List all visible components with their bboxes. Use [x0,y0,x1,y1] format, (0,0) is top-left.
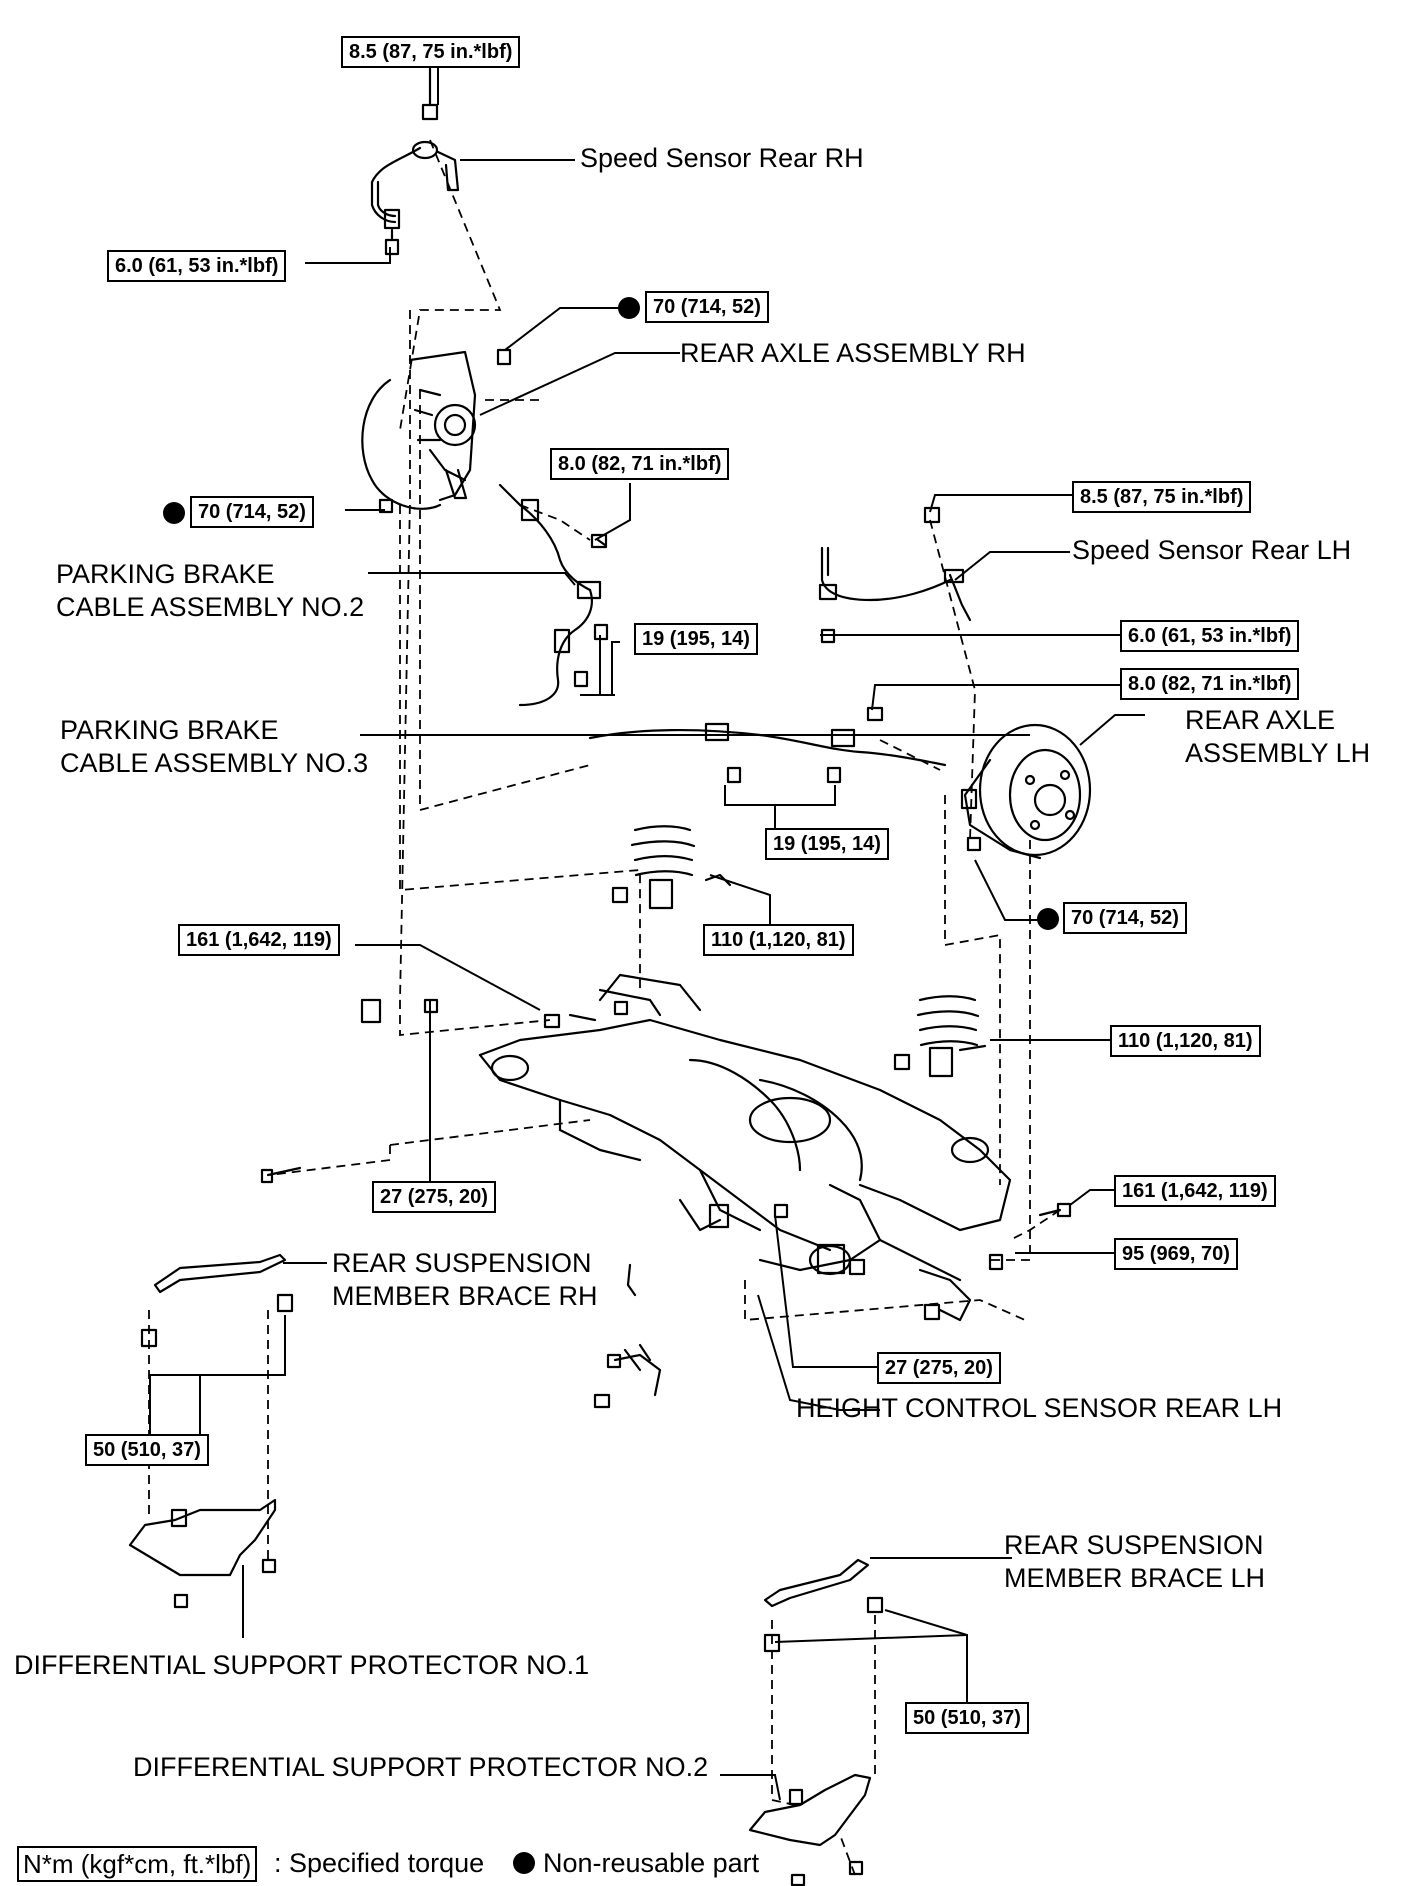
differential-protector-no2-drawing [748,1773,872,1886]
non-reusable-dot-icon [618,297,640,319]
non-reusable-dot-icon [163,502,185,524]
differential-protector-no1-drawing [128,1498,277,1609]
legend-torque-unit-box: N*m (kgf*cm, ft.*lbf) [17,1846,258,1882]
parking-brake-cable-no3-drawing [588,706,947,784]
parking-brake-cable-no2-label-line2: CABLE ASSEMBLY NO.2 [56,592,365,622]
rear-axle-rh-drawing [361,348,512,514]
brace-lh-drawing [763,1558,884,1653]
torque-spec-member-lh-rear: 27 (275, 20) [877,1352,1001,1384]
height-control-sensor-rear-lh-label: HEIGHT CONTROL SENSOR REAR LH [796,1393,1283,1423]
torque-spec-brace-lh: 50 (510, 37) [905,1702,1029,1734]
torque-spec-member-lh-front: 161 (1,642, 119) [1114,1175,1276,1207]
non-reusable-dot-icon [1037,908,1059,930]
parking-brake-cable-no2-drawing [498,483,609,707]
torque-spec-sensor-rh-top: 8.5 (87, 75 in.*lbf) [341,36,521,68]
height-control-sensor-drawing [593,1263,662,1409]
torque-spec-arm-lh: 95 (969, 70) [1114,1238,1238,1270]
torque-spec-cable-no3-bracket: 8.0 (82, 71 in.*lbf) [1120,668,1300,700]
speed-sensor-rear-rh-label: Speed Sensor Rear RH [580,143,864,173]
legend-non-reusable-caption: Non-reusable part [543,1848,760,1878]
torque-spec-shock-lh: 110 (1,120, 81) [1110,1025,1261,1057]
speed-sensor-rear-lh-drawing [818,506,972,644]
parking-brake-cable-no3-label-line2: CABLE ASSEMBLY NO.3 [60,748,369,778]
differential-support-protector-no2-label: DIFFERENTIAL SUPPORT PROTECTOR NO.2 [133,1752,709,1782]
rear-axle-assembly-rh-label: REAR AXLE ASSEMBLY RH [680,338,1026,368]
torque-spec-shock-rh: 110 (1,120, 81) [703,924,854,956]
parking-brake-cable-no2-label-line1: PARKING BRAKE [56,559,275,589]
rear-suspension-member-drawing [260,973,1072,1322]
torque-spec-sensor-lh-top: 8.5 (87, 75 in.*lbf) [1072,481,1252,513]
torque-spec-axle-rh-upper: 70 (714, 52) [645,291,769,323]
differential-support-protector-no1-label: DIFFERENTIAL SUPPORT PROTECTOR NO.1 [14,1650,590,1680]
legend-specified-torque-caption: : Specified torque [274,1848,485,1878]
parking-brake-cable-no3-label-line1: PARKING BRAKE [60,715,279,745]
rear-axle-assembly-lh-label-line2: ASSEMBLY LH [1185,738,1371,768]
rear-suspension-member-brace-lh-label-line1: REAR SUSPENSION [1004,1530,1264,1560]
speed-sensor-rear-lh-label: Speed Sensor Rear LH [1072,535,1352,565]
torque-spec-sensor-lh-bottom: 6.0 (61, 53 in.*lbf) [1120,620,1300,652]
torque-spec-sensor-rh-bottom: 6.0 (61, 53 in.*lbf) [107,250,287,282]
rear-suspension-member-brace-lh-label-line2: MEMBER BRACE LH [1004,1563,1266,1593]
torque-spec-cable-no2-bracket: 8.0 (82, 71 in.*lbf) [550,448,730,480]
rear-axle-assembly-lh-label-line1: REAR AXLE [1185,705,1336,735]
torque-spec-axle-rh-lower: 70 (714, 52) [190,496,314,528]
legend-non-reusable-dot-icon [513,1852,535,1874]
shock-springs-drawing [611,825,987,1078]
torque-spec-brace-rh: 50 (510, 37) [85,1434,209,1466]
torque-spec-axle-lh: 70 (714, 52) [1063,902,1187,934]
torque-spec-cable-no3-bolts: 19 (195, 14) [765,828,889,860]
torque-spec-member-rh-rear: 27 (275, 20) [372,1181,496,1213]
torque-spec-member-rh-front: 161 (1,642, 119) [178,924,340,956]
rear-axle-lh-drawing [960,723,1092,860]
brace-rh-drawing [140,1253,294,1348]
rear-suspension-member-brace-rh-label-line2: MEMBER BRACE RH [332,1281,598,1311]
rear-suspension-member-brace-rh-label-line1: REAR SUSPENSION [332,1248,592,1278]
speed-sensor-rear-rh-drawing [370,58,460,256]
torque-spec-cable-no2-bolts: 19 (195, 14) [634,623,758,655]
